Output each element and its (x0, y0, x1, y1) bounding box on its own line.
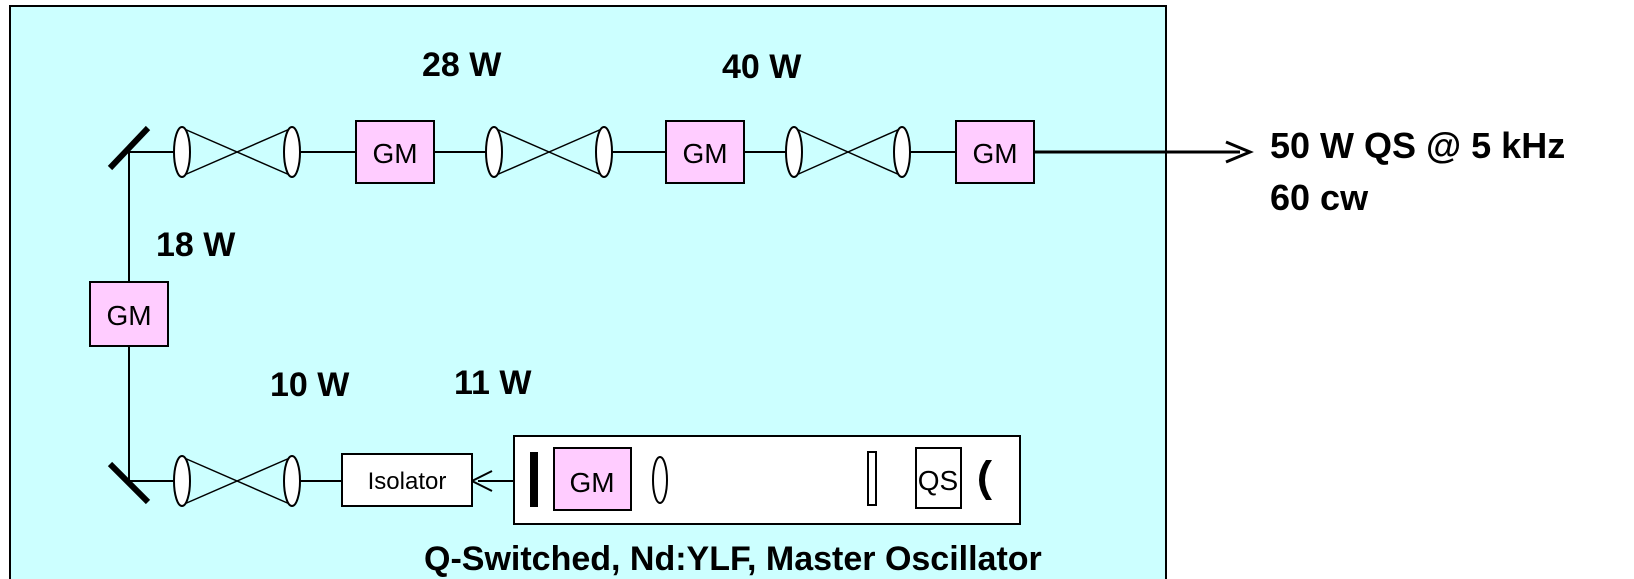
output-spec-line1: 50 W QS @ 5 kHz (1270, 125, 1565, 166)
gain-module-label: GM (972, 138, 1017, 169)
lens (283, 126, 301, 178)
lens (785, 126, 803, 178)
output-spec-line2: 60 cw (1270, 177, 1369, 218)
gain-module-3: GM (955, 120, 1035, 184)
lens (893, 126, 911, 178)
beam-paths (126, 151, 956, 482)
lens (173, 126, 191, 178)
gain-module-label: GM (682, 138, 727, 169)
q-switch-label: QS (918, 465, 958, 496)
power-label-28w: 28 W (422, 46, 502, 84)
fold-mirror-top (107, 125, 151, 171)
telescope (173, 455, 301, 507)
power-label-10w: 10 W (270, 366, 350, 404)
isolator: Isolator (341, 453, 473, 507)
gain-module-2: GM (665, 120, 745, 184)
telescope (785, 126, 911, 178)
output-arrowhead (1225, 140, 1254, 164)
telescope (173, 126, 301, 178)
gain-module-1: GM (355, 120, 435, 184)
fold-mirror-bottom (107, 461, 151, 505)
power-label-40w: 40 W (722, 48, 802, 86)
lens (485, 126, 503, 178)
gain-module-label: GM (106, 300, 151, 331)
oscillator-caption: Q-Switched, Nd:YLF, Master Oscillator (424, 540, 1042, 578)
gain-module-left: GM (89, 281, 169, 347)
isolator-label: Isolator (368, 468, 447, 495)
end-mirror (530, 452, 538, 507)
lens (595, 126, 613, 178)
lens (173, 455, 191, 507)
gain-module-label: GM (372, 138, 417, 169)
power-label-18w: 18 W (156, 226, 236, 264)
oscillator-gain-module (553, 447, 632, 511)
power-label-11w: 11 W (454, 364, 532, 402)
master-oscillator: GM QS (513, 435, 1021, 525)
telescope (485, 126, 613, 178)
output-coupler-mirror (979, 460, 992, 500)
oscillator-lens (652, 456, 668, 504)
gain-module-label: GM (569, 467, 614, 498)
lens (283, 455, 301, 507)
etalon-plate (867, 451, 877, 506)
q-switch (915, 447, 962, 509)
